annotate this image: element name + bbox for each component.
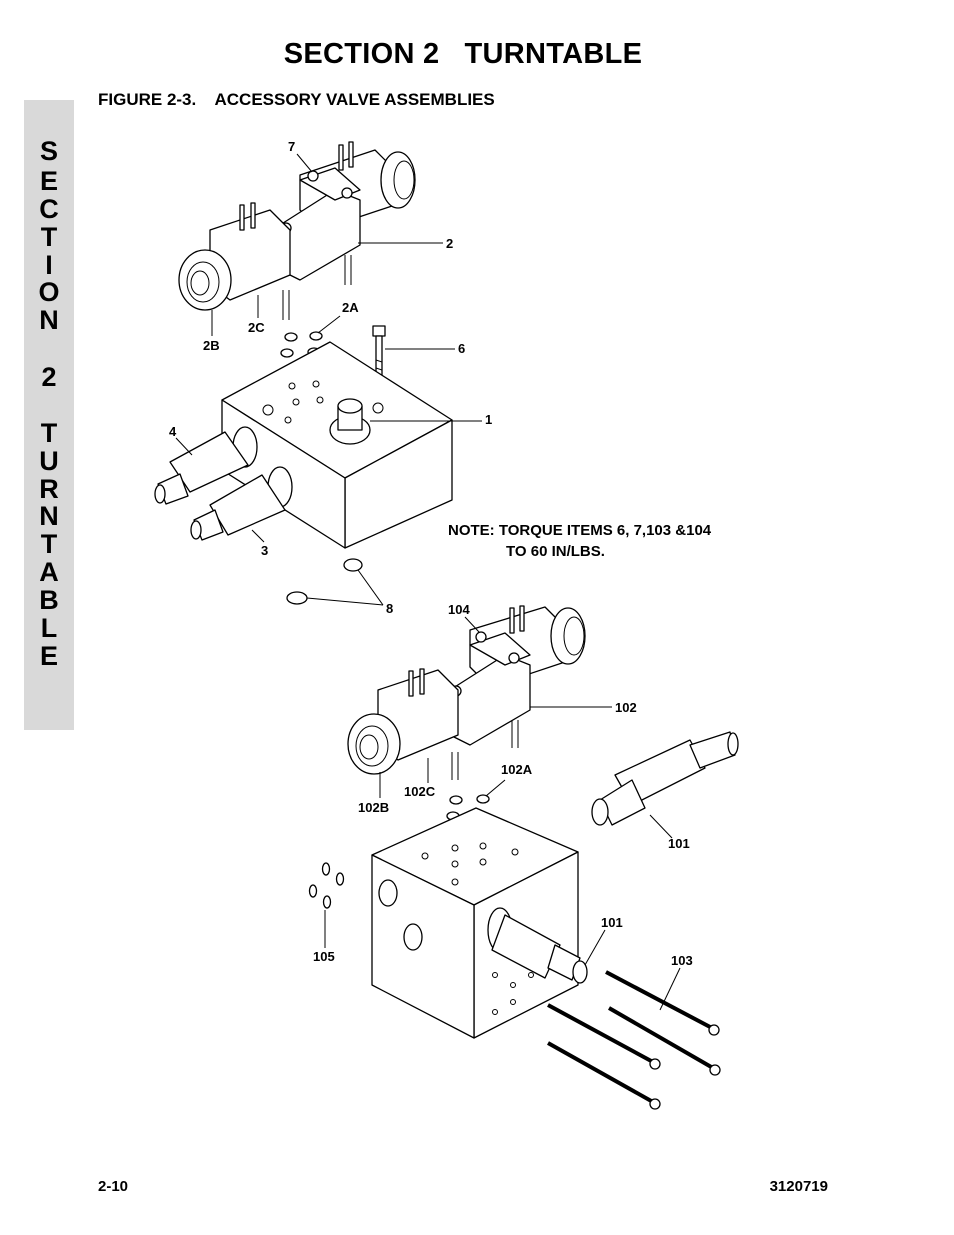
cartridge-valve-3 xyxy=(190,466,293,541)
cartridge-valve-101-installed xyxy=(487,907,588,984)
o-ring-8a xyxy=(343,558,363,572)
section-title: SECTION 2 TURNTABLE xyxy=(283,38,643,70)
callout-102: 102 xyxy=(615,700,637,715)
side-tab-letter: E xyxy=(39,641,58,671)
footer-document-number: 3120719 xyxy=(769,1178,828,1195)
side-tab-letter: N xyxy=(39,501,59,531)
side-tab-letter: O xyxy=(38,277,60,307)
side-tab-letter: E xyxy=(39,166,58,196)
side-tab-letter: A xyxy=(39,557,59,587)
bolts-103 xyxy=(547,970,721,1110)
callout-104: 104 xyxy=(448,602,470,617)
manifold-block-lower xyxy=(371,807,579,1039)
cartridge-valve-4 xyxy=(154,426,258,505)
figure-title: FIGURE 2-3. ACCESSORY VALVE ASSEMBLIES xyxy=(98,90,495,109)
side-tab-letter: T xyxy=(40,418,58,448)
o-rings-105 xyxy=(308,862,345,909)
side-tab-letter: R xyxy=(39,474,59,504)
side-tab-letter: C xyxy=(39,194,59,224)
torque-note-line-1: NOTE: TORQUE ITEMS 6, 7,103 &104 xyxy=(448,522,712,539)
callout-102a: 102A xyxy=(501,762,533,777)
callout-2: 2 xyxy=(446,236,453,251)
solenoid-valve-lower xyxy=(347,605,586,780)
side-tab-letter: S xyxy=(39,136,58,166)
torque-note: NOTE: TORQUE ITEMS 6, 7,103 &104 TO 60 I… xyxy=(448,520,711,562)
side-tab-letter: B xyxy=(39,585,59,615)
side-tab-letter: T xyxy=(40,222,58,252)
footer-page-number: 2-10 xyxy=(98,1178,129,1195)
callout-101-lower: 101 xyxy=(601,915,623,930)
solenoid-valve-upper xyxy=(178,141,416,320)
callout-7: 7 xyxy=(288,139,295,154)
callout-8: 8 xyxy=(386,601,393,616)
side-tab-letter: I xyxy=(45,250,53,280)
callout-2a: 2A xyxy=(342,300,359,315)
callout-103: 103 xyxy=(671,953,693,968)
side-tab-letter: L xyxy=(40,613,58,643)
callout-2b: 2B xyxy=(203,338,220,353)
side-tab-letter: 2 xyxy=(41,362,57,392)
side-tab-letter: T xyxy=(40,529,58,559)
callout-6: 6 xyxy=(458,341,465,356)
side-tab-letter: N xyxy=(39,305,59,335)
callout-2c: 2C xyxy=(248,320,265,335)
section-side-tab: S E C T I O N 2 T U R N T A B L E xyxy=(24,100,74,730)
side-tab-letter: U xyxy=(39,446,59,476)
callout-105: 105 xyxy=(313,949,335,964)
callout-1: 1 xyxy=(485,412,492,427)
o-ring-8b xyxy=(286,591,308,605)
callout-4: 4 xyxy=(169,424,177,439)
callout-102b: 102B xyxy=(358,800,389,815)
torque-note-line-2: TO 60 IN/LBS. xyxy=(506,543,605,560)
leader-lines xyxy=(175,153,681,1011)
cartridge-valve-101-loose xyxy=(591,731,739,826)
callout-3: 3 xyxy=(261,543,268,558)
callout-102c: 102C xyxy=(404,784,436,799)
callout-101-upper: 101 xyxy=(668,836,690,851)
